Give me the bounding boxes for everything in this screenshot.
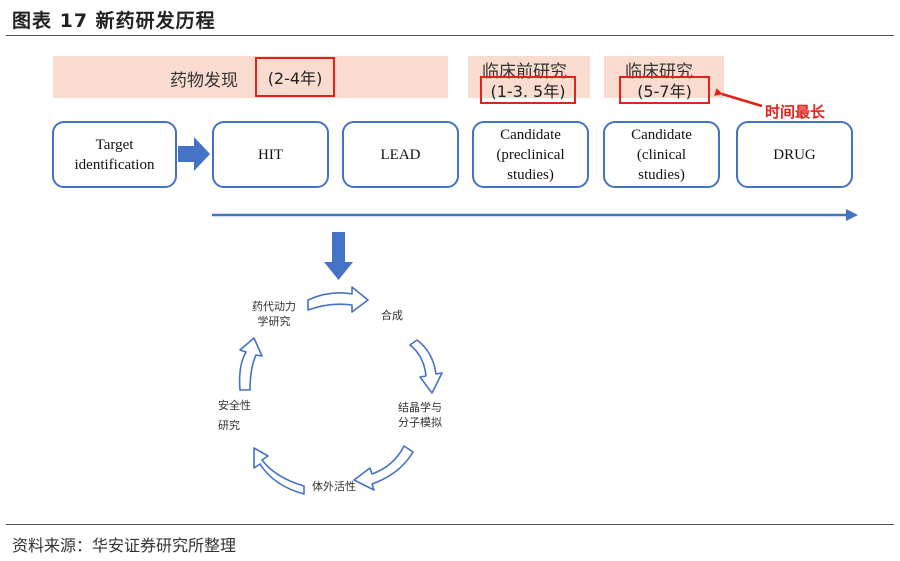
phase-band-discovery bbox=[53, 56, 448, 98]
phase-duration-clinical: (5-7年) bbox=[619, 76, 710, 104]
timeline-arrow-head bbox=[846, 209, 858, 221]
cycle-arrow-left bbox=[238, 337, 263, 391]
bottom-rule bbox=[6, 524, 894, 525]
note-arrow bbox=[714, 88, 763, 108]
top-rule bbox=[6, 35, 894, 36]
stage-hit: HIT bbox=[212, 121, 329, 188]
figure-title: 图表 17 新药研发历程 bbox=[12, 10, 216, 32]
longest-duration-note: 时间最长 bbox=[765, 103, 826, 121]
arrow-to-hit bbox=[178, 137, 210, 171]
down-arrow bbox=[324, 232, 353, 280]
phase-duration-discovery: (2-4年) bbox=[255, 57, 335, 97]
phase-duration-preclinical: (1-3. 5年) bbox=[480, 76, 576, 104]
figure-source: 资料来源：华安证券研究所整理 bbox=[12, 536, 237, 555]
cycle-label-in-vitro: 体外活性 bbox=[312, 480, 356, 493]
stage-lead: LEAD bbox=[342, 121, 459, 188]
cycle-label-safety: 安全性研究 bbox=[218, 399, 251, 432]
phase-label-discovery: 药物发现 bbox=[170, 71, 238, 91]
cycle-arrow-bottom-right bbox=[353, 445, 414, 491]
cycle-label-pharmacokinetics: 药代动力学研究 bbox=[252, 300, 296, 328]
cycle-label-crystallography: 结晶学与分子模拟 bbox=[398, 401, 442, 429]
cycle-label-synthesis: 合成 bbox=[381, 309, 403, 322]
stage-drug: DRUG bbox=[736, 121, 853, 188]
cycle-arrow-top bbox=[307, 286, 369, 313]
cycle-arrow-bottom-left bbox=[253, 447, 305, 495]
cycle-arrow-right bbox=[409, 339, 443, 394]
